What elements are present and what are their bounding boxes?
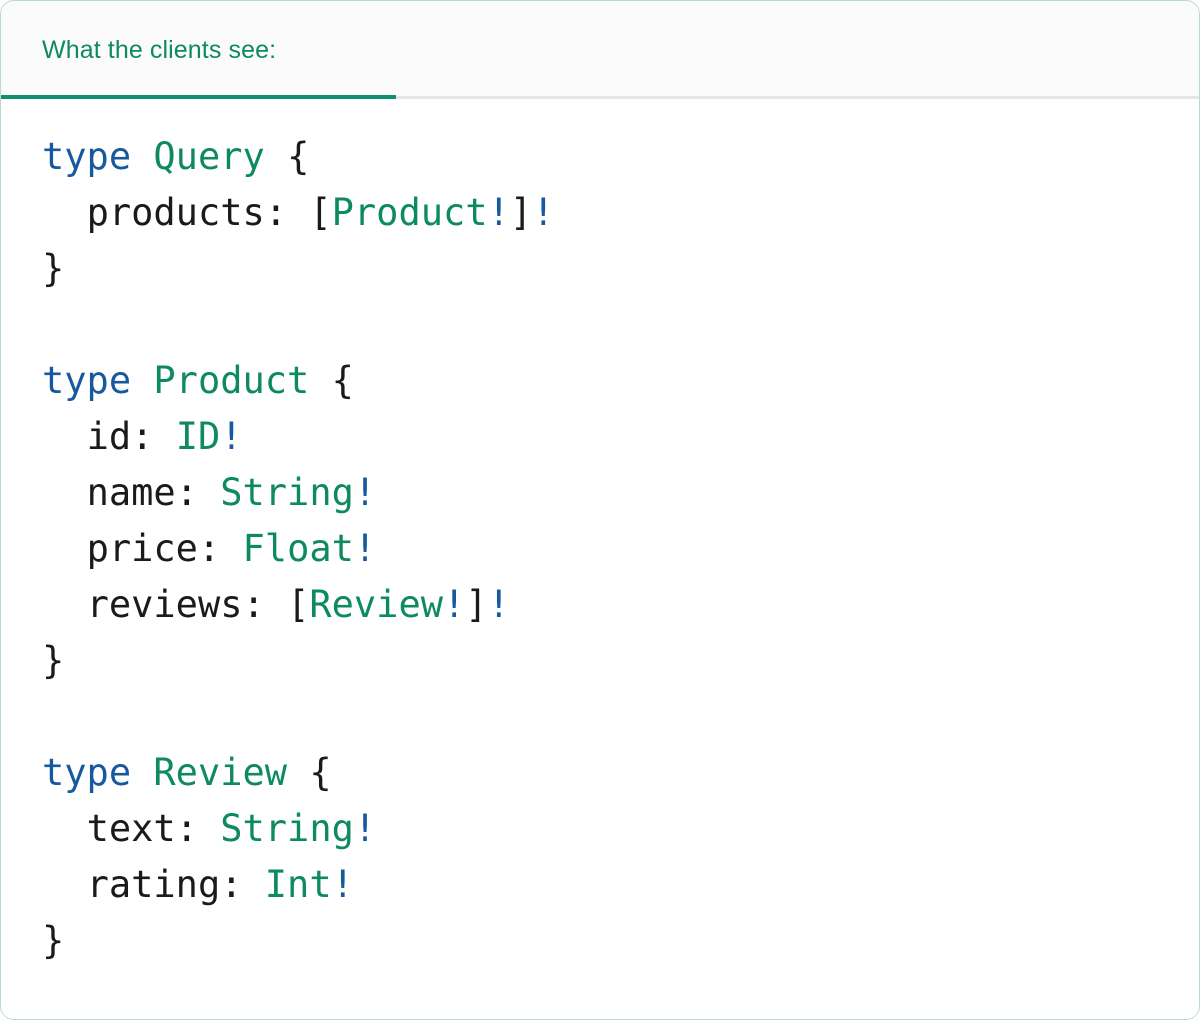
code-line [42,297,1199,353]
code-token-punct: ] [465,583,488,626]
code-line: type Query { [42,129,1199,185]
code-line: } [42,633,1199,689]
code-token-type: Query [153,135,265,178]
code-token-punct [42,191,87,234]
code-token-bang: ! [353,807,377,850]
code-token-punct [265,135,287,178]
code-token-field: id [86,415,132,458]
code-token-punct [309,359,331,402]
code-token-punct: } [42,919,65,962]
code-token-bang: ! [443,583,466,626]
code-token-bang: ! [532,191,555,234]
code-token-kw: type [42,751,132,794]
code-token-punct [131,751,153,794]
code-line: } [42,241,1199,297]
code-token-field: price [86,527,198,570]
code-token-punct: : [242,583,288,626]
code-line: rating: Int! [42,857,1199,913]
code-token-type: ID [175,415,221,458]
code-token-punct: : [131,415,176,458]
code-token-punct [42,863,87,906]
code-token-type: Product [153,359,310,402]
code-line: reviews: [Review!]! [42,577,1199,633]
tab-label: What the clients see: [42,35,277,64]
graphql-schema-code: type Query { products: [Product!]!} type… [42,129,1199,969]
code-panel: type Query { products: [Product!]!} type… [1,99,1199,1019]
code-token-punct: [ [287,583,310,626]
code-token-punct: : [264,191,310,234]
code-token-punct [42,415,87,458]
code-token-bang: ! [487,583,510,626]
code-line: products: [Product!]! [42,185,1199,241]
code-token-punct [42,807,87,850]
code-line: id: ID! [42,409,1199,465]
code-token-punct: { [287,135,310,178]
code-token-punct: : [175,807,221,850]
code-token-bang: ! [331,863,354,906]
code-line: type Review { [42,745,1199,801]
code-token-punct [131,135,153,178]
code-line: type Product { [42,353,1199,409]
code-token-punct [42,527,87,570]
code-token-field: rating [86,863,221,906]
code-line: } [42,913,1199,969]
code-token-punct: [ [309,191,332,234]
code-token-type: Review [153,751,288,794]
code-line: text: String! [42,801,1199,857]
code-token-bang: ! [353,471,377,514]
code-token-punct [287,751,309,794]
code-token-type: String [220,471,354,514]
code-line: name: String! [42,465,1199,521]
code-token-type: String [220,807,354,850]
code-token-punct [42,583,87,626]
code-token-punct [42,471,87,514]
code-token-punct: { [331,359,354,402]
code-token-punct: : [175,471,221,514]
tab-bar: What the clients see: [1,1,1199,99]
code-token-bang: ! [353,527,377,570]
code-token-field: products [86,191,265,234]
code-token-field: text [86,807,176,850]
code-token-field: reviews [86,583,243,626]
code-token-kw: type [42,359,132,402]
code-token-type: Review [309,583,443,626]
code-token-punct: : [220,863,265,906]
code-line: price: Float! [42,521,1199,577]
code-token-type: Int [264,863,332,906]
code-token-punct: } [42,639,65,682]
code-line [42,689,1199,745]
code-token-punct: { [309,751,332,794]
code-token-bang: ! [220,415,243,458]
code-token-punct: : [197,527,243,570]
code-token-bang: ! [487,191,510,234]
code-token-field: name [86,471,176,514]
code-token-type: Product [331,191,488,234]
code-token-type: Float [242,527,354,570]
code-token-kw: type [42,135,132,178]
code-token-punct: } [42,247,65,290]
code-token-punct [131,359,153,402]
tab-what-the-clients-see[interactable]: What the clients see: [1,1,396,99]
code-token-punct: ] [509,191,533,234]
